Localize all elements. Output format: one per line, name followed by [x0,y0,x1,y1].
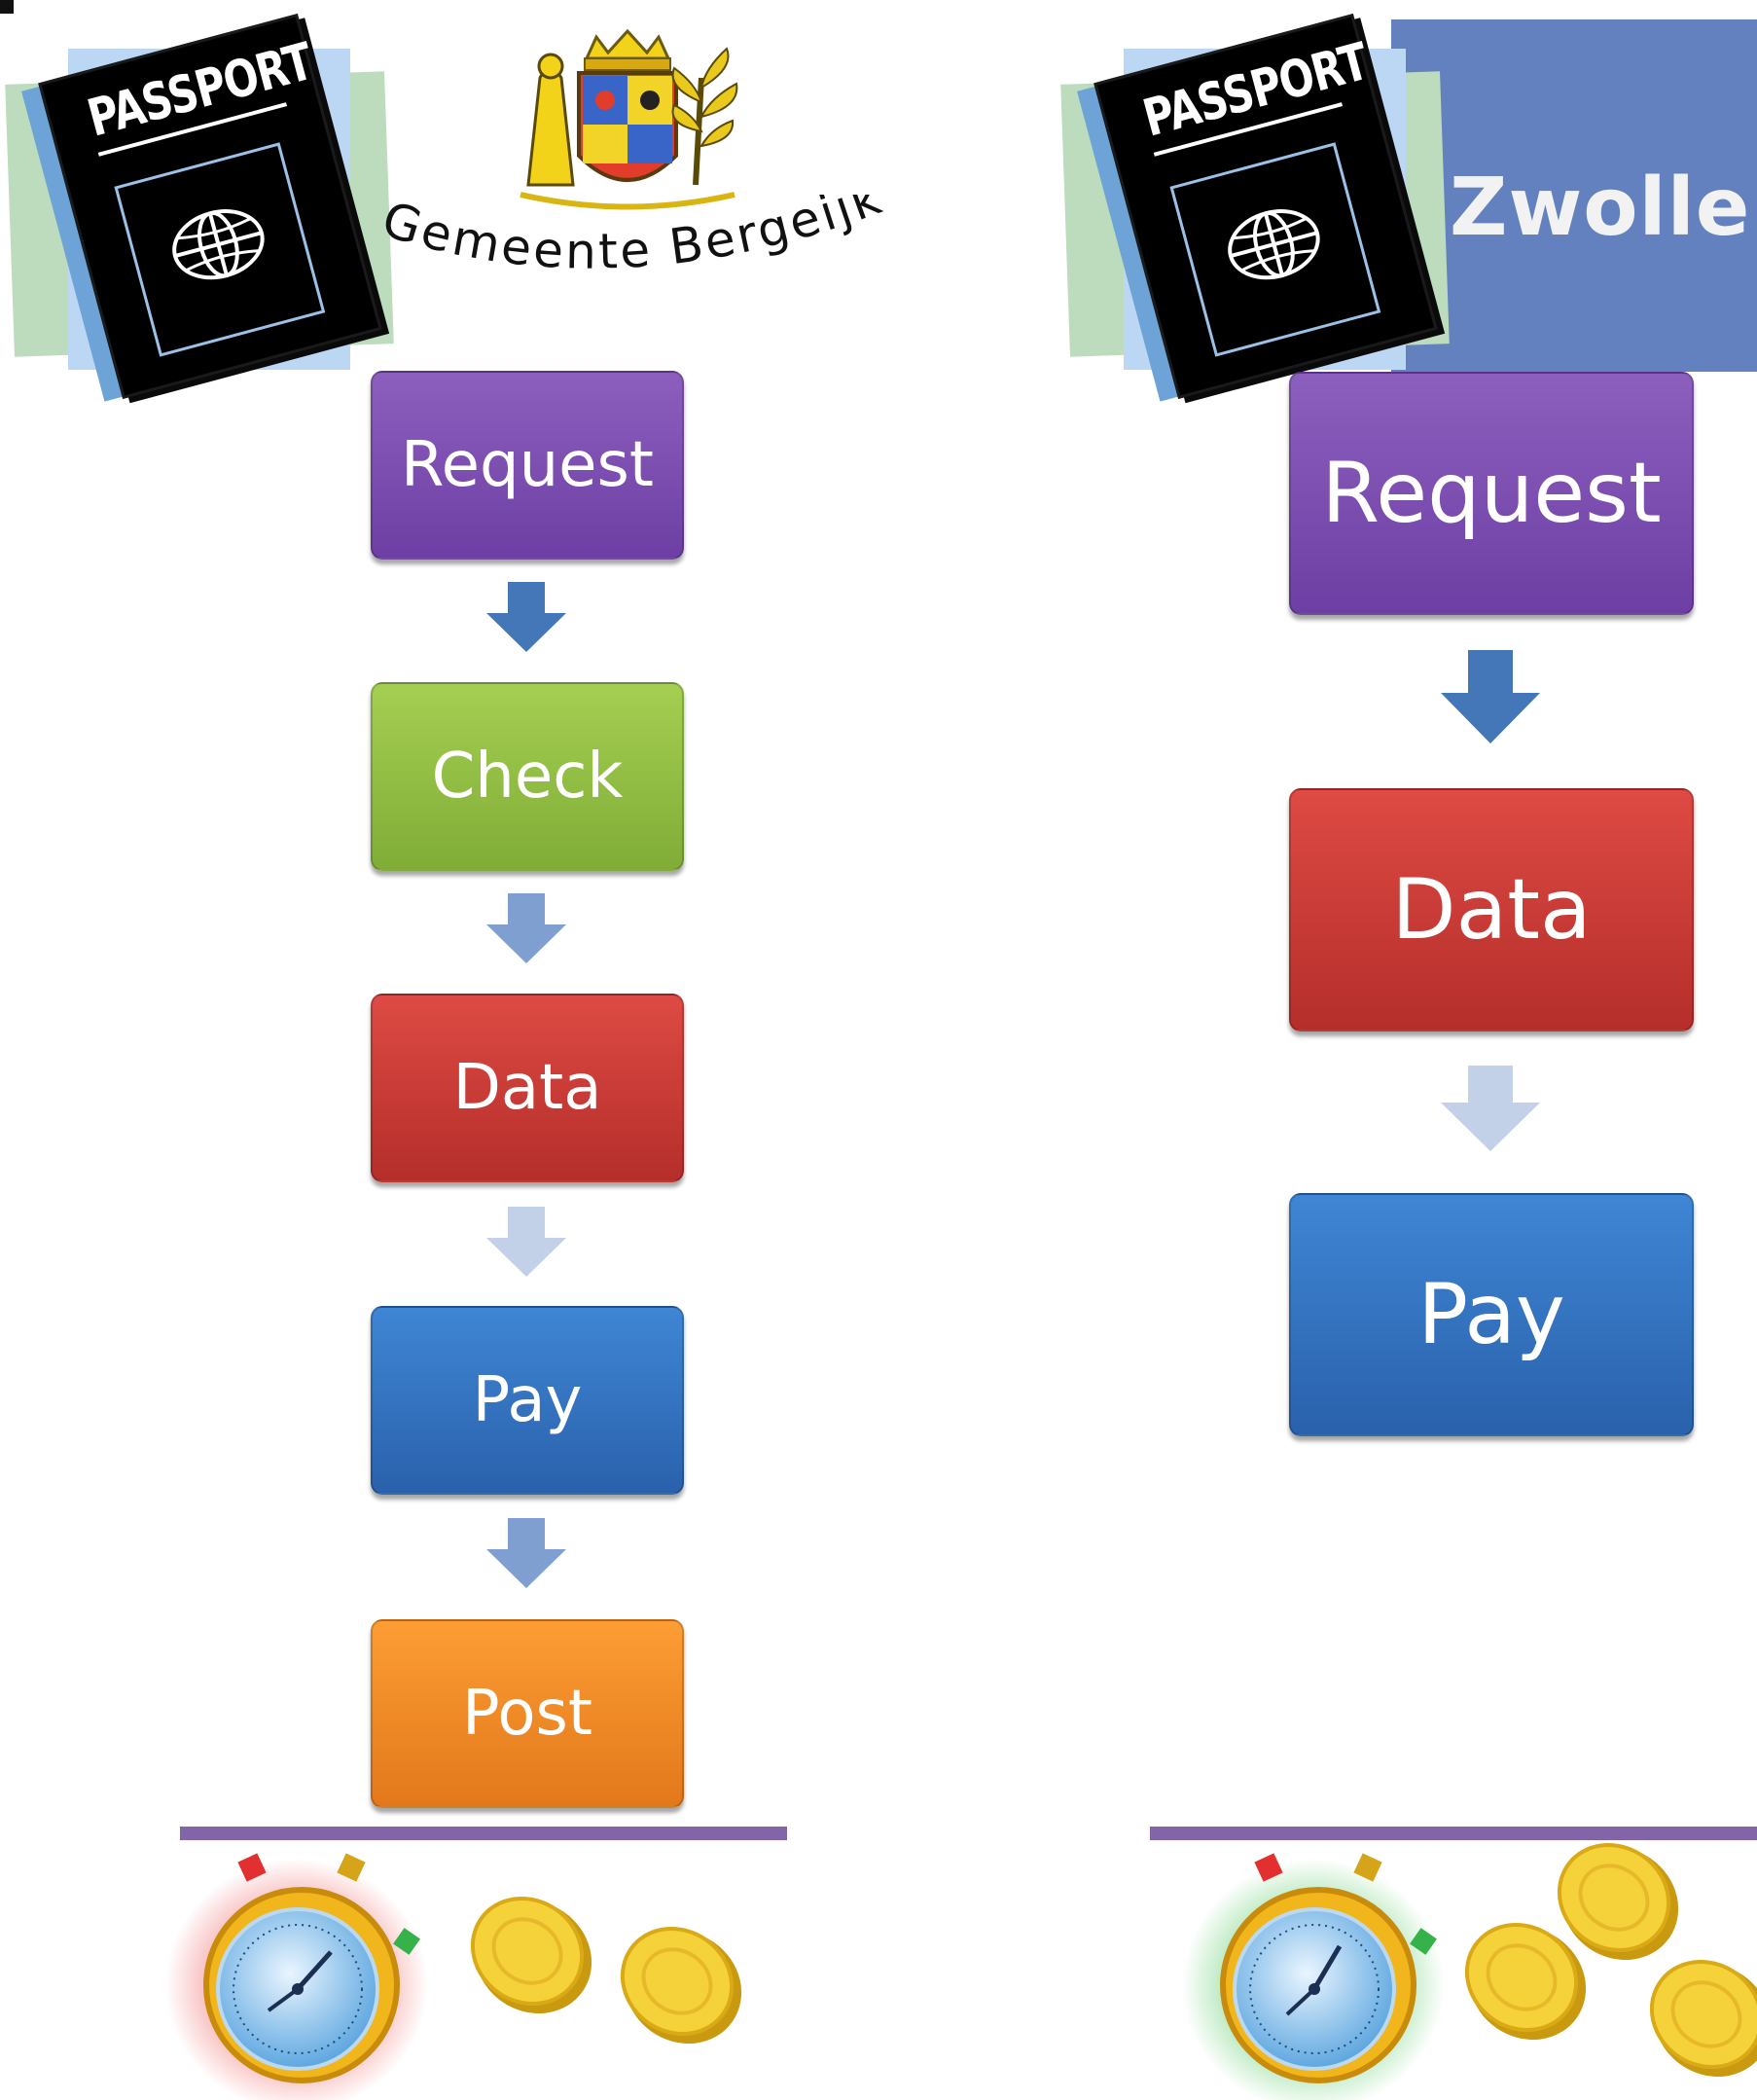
step-data: Data [371,994,684,1182]
step-label: Data [452,1052,602,1124]
step-label: Check [431,741,624,813]
coin-icon [470,1896,592,2014]
step-label: Request [401,429,654,501]
step-post: Post [371,1619,684,1808]
divider-line [180,1827,787,1840]
municipality-name-bergeijk: Gemeente Bergeijk [376,195,885,280]
step-label: Pay [1417,1266,1565,1363]
step-label: Request [1321,445,1662,542]
zwolle-banner [1391,19,1757,372]
step-request: Request [1289,372,1694,615]
step-request: Request [371,371,684,560]
step-pay: Pay [371,1306,684,1495]
municipality-name-zwolle: Zwolle [1450,162,1751,254]
divider-line [1150,1827,1757,1840]
coin-icon [1557,1842,1679,1961]
down-arrow-icon [486,1207,566,1277]
coin-icon [1464,1922,1587,2041]
step-label: Data [1391,861,1592,959]
down-arrow-icon [486,893,566,963]
step-pay: Pay [1289,1193,1694,1436]
stopwatch-icon [1182,1853,1445,2100]
down-arrow-icon [486,1518,566,1588]
down-arrow-icon [1441,650,1540,743]
coin-icon [620,1926,742,2045]
corner-mark [0,0,14,14]
down-arrow-icon [1441,1066,1540,1151]
step-check: Check [371,682,684,871]
passport-icon: PASSPORT [5,10,409,402]
step-label: Pay [472,1364,583,1436]
svg-text:Gemeente Bergeijk: Gemeente Bergeijk [376,195,885,280]
coat-of-arms-icon [520,28,738,210]
step-data: Data [1289,788,1694,1032]
passport-icon: PASSPORT [1060,10,1464,402]
coin-icon [1649,1959,1757,2078]
down-arrow-icon [486,582,566,652]
step-label: Post [462,1678,592,1750]
stopwatch-icon [165,1853,428,2100]
